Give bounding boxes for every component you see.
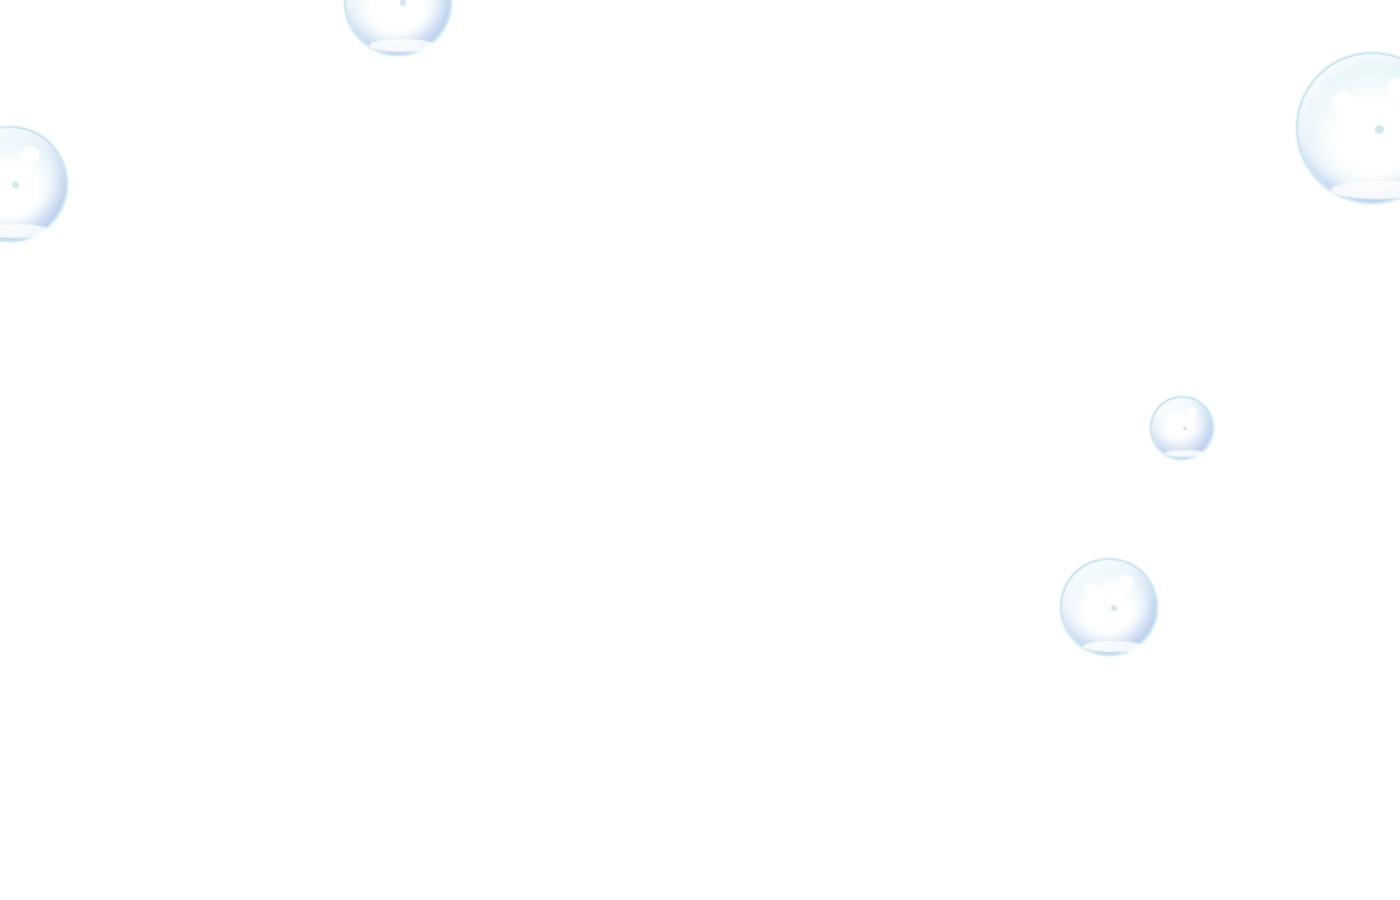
- bubble-left-edge: [0, 126, 68, 242]
- bubble-lower-right: [1060, 558, 1158, 656]
- bubble-small-right: [1150, 396, 1214, 460]
- bubble-top-center: [344, 0, 452, 56]
- bubble-top-right: [1296, 52, 1400, 204]
